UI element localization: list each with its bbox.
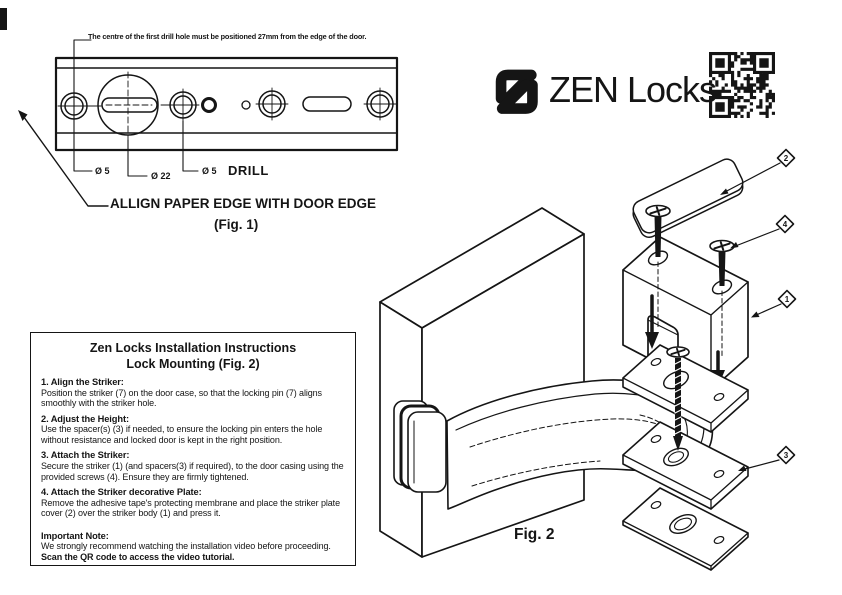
step-2-heading: 2. Adjust the Height: (41, 413, 129, 424)
drill-label: DRILL (228, 163, 269, 178)
page-corner-mark (0, 8, 7, 30)
fig2-lock-body (393, 400, 447, 493)
step-1: 1. Align the Striker: Position the strik… (41, 377, 345, 409)
callout-number-spacer: 3 (784, 451, 789, 460)
instructions-title-line1: Zen Locks Installation Instructions (89, 341, 297, 355)
step-1-heading: 1. Align the Striker: (41, 377, 124, 387)
important-note-body: We strongly recommend watching the insta… (41, 541, 331, 552)
drill-note: The centre of the first drill hole must … (88, 32, 367, 41)
installation-instructions-box: Zen Locks Installation Instructions Lock… (30, 332, 356, 566)
callout-number-body: 1 (785, 295, 790, 304)
zen-logo-icon (495, 69, 538, 114)
brand-name: ZEN Locks (549, 69, 717, 110)
align-edge-label: ALLIGN PAPER EDGE WITH DOOR EDGE (110, 196, 377, 211)
fig2-caption: Fig. 2 (514, 526, 555, 543)
diameter-label-3: Ø 5 (202, 166, 217, 176)
step-3-body: Secure the striker (1) (and spacers(3) i… (41, 461, 344, 482)
fig2-spacer-plates (622, 344, 749, 571)
step-2-body: Use the spacer(s) (3) if needed, to ensu… (41, 424, 323, 445)
fig1-caption: (Fig. 1) (214, 217, 259, 232)
step-3: 3. Attach the Striker: Secure the strike… (41, 450, 345, 482)
important-note: Important Note: We strongly recommend wa… (41, 531, 345, 563)
callout-number-cover: 2 (784, 154, 789, 163)
step-1-body: Position the striker (7) on the door cas… (41, 387, 322, 409)
callout-number-screw: 4 (783, 220, 788, 229)
diameter-label-2: Ø 22 (151, 171, 171, 181)
fig1-drilling-template (18, 39, 399, 207)
important-note-heading: Important Note: (41, 530, 109, 541)
qr-code (709, 52, 775, 118)
fig2-threaded-screw (666, 346, 690, 451)
fig2-door (379, 207, 585, 558)
step-4-body: Remove the adhesive tape's protecting me… (41, 497, 340, 519)
fig2-cover-plate (632, 158, 744, 239)
step-2: 2. Adjust the Height: Use the spacer(s) … (41, 414, 345, 446)
instructions-title-line2: Lock Mounting (Fig. 2) (126, 357, 260, 371)
diameter-label-1: Ø 5 (95, 166, 110, 176)
fig2-callouts: 2 4 1 3 (720, 148, 797, 471)
step-4: 4. Attach the Striker decorative Plate: … (41, 487, 345, 519)
step-4-heading: 4. Attach the Striker decorative Plate: (41, 486, 202, 497)
important-note-bold: Scan the QR code to access the video tut… (41, 551, 235, 562)
step-3-heading: 3. Attach the Striker: (41, 450, 130, 461)
